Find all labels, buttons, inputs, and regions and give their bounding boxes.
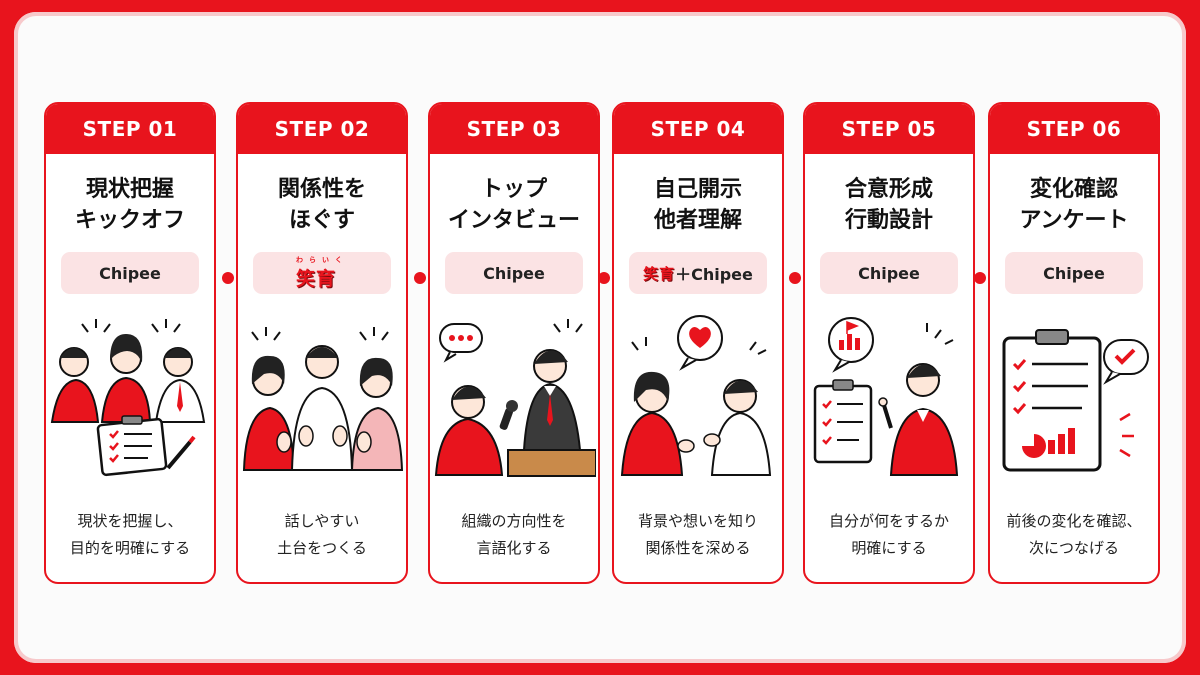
step-title: 関係性を ほぐす [277, 177, 366, 233]
step-title: 合意形成 行動設計 [844, 177, 933, 233]
step-title: 変化確認 アンケート [1019, 177, 1129, 233]
connector-dot [789, 272, 801, 284]
step-card-04: STEP 04 自己開示 他者理解 笑育 ＋Chipee [612, 102, 784, 584]
step-description: 背景や想いを知り 関係性を深める [637, 512, 758, 557]
step-label: STEP 04 [614, 104, 782, 154]
step-card-05: STEP 05 合意形成 行動設計 Chipee [803, 102, 975, 584]
step-description: 組織の方向性を 言語化する [461, 512, 567, 557]
people-clapping-illustration [242, 327, 404, 471]
speech-bubble-icon [1103, 339, 1149, 385]
connector-dot [598, 272, 610, 284]
step-card-06: STEP 06 変化確認 アンケート Chipee [988, 102, 1160, 584]
step-card-03: STEP 03 トップ インタビュー Chipee 組織 [428, 102, 600, 584]
step-card-01: STEP 01 現状把握 キックオフ Chipee [44, 102, 216, 584]
survey-illustration [1002, 329, 1149, 472]
connector-dot [222, 272, 234, 284]
connector-dot [414, 272, 426, 284]
tool-badge: 笑育 ＋Chipee [629, 252, 767, 294]
step-label: STEP 01 [46, 104, 214, 154]
tool-badge: Chipee [1005, 252, 1143, 294]
tool-badge: Chipee [820, 252, 958, 294]
team-meeting-illustration [50, 319, 206, 477]
heart-icon [677, 315, 723, 371]
tool-badge: Chipee [61, 252, 199, 294]
step-label: STEP 02 [238, 104, 406, 154]
step-title: 現状把握 キックオフ [74, 177, 185, 233]
interview-illustration [434, 319, 596, 477]
step-description: 現状を把握し、 目的を明確にする [69, 512, 191, 557]
planning-illustration [813, 317, 959, 476]
step-title: トップ インタビュー [447, 177, 580, 233]
bar-chart-icon [828, 317, 874, 373]
dialogue-illustration [620, 315, 772, 476]
step-label: STEP 05 [805, 104, 973, 154]
warai-iku-logo: わらいく 笑育 [253, 252, 391, 294]
tool-badge: Chipee [445, 252, 583, 294]
warai-iku-logo: 笑育 [643, 264, 676, 283]
step-label: STEP 06 [990, 104, 1158, 154]
step-description: 自分が何をするか 明確にする [828, 512, 949, 557]
step-card-02: STEP 02 関係性を ほぐす わらいく 笑育 [236, 102, 408, 584]
step-label: STEP 03 [430, 104, 598, 154]
connector-dot [974, 272, 986, 284]
speech-bubble-icon [439, 323, 483, 363]
clipboard-icon [1002, 329, 1102, 472]
step-description: 前後の変化を確認、 次につなげる [1006, 512, 1142, 557]
clipboard-icon [96, 415, 168, 477]
checklist-icon [813, 379, 873, 464]
step-description: 話しやすい 土台をつくる [277, 512, 367, 557]
step-title: 自己開示 他者理解 [653, 177, 742, 233]
